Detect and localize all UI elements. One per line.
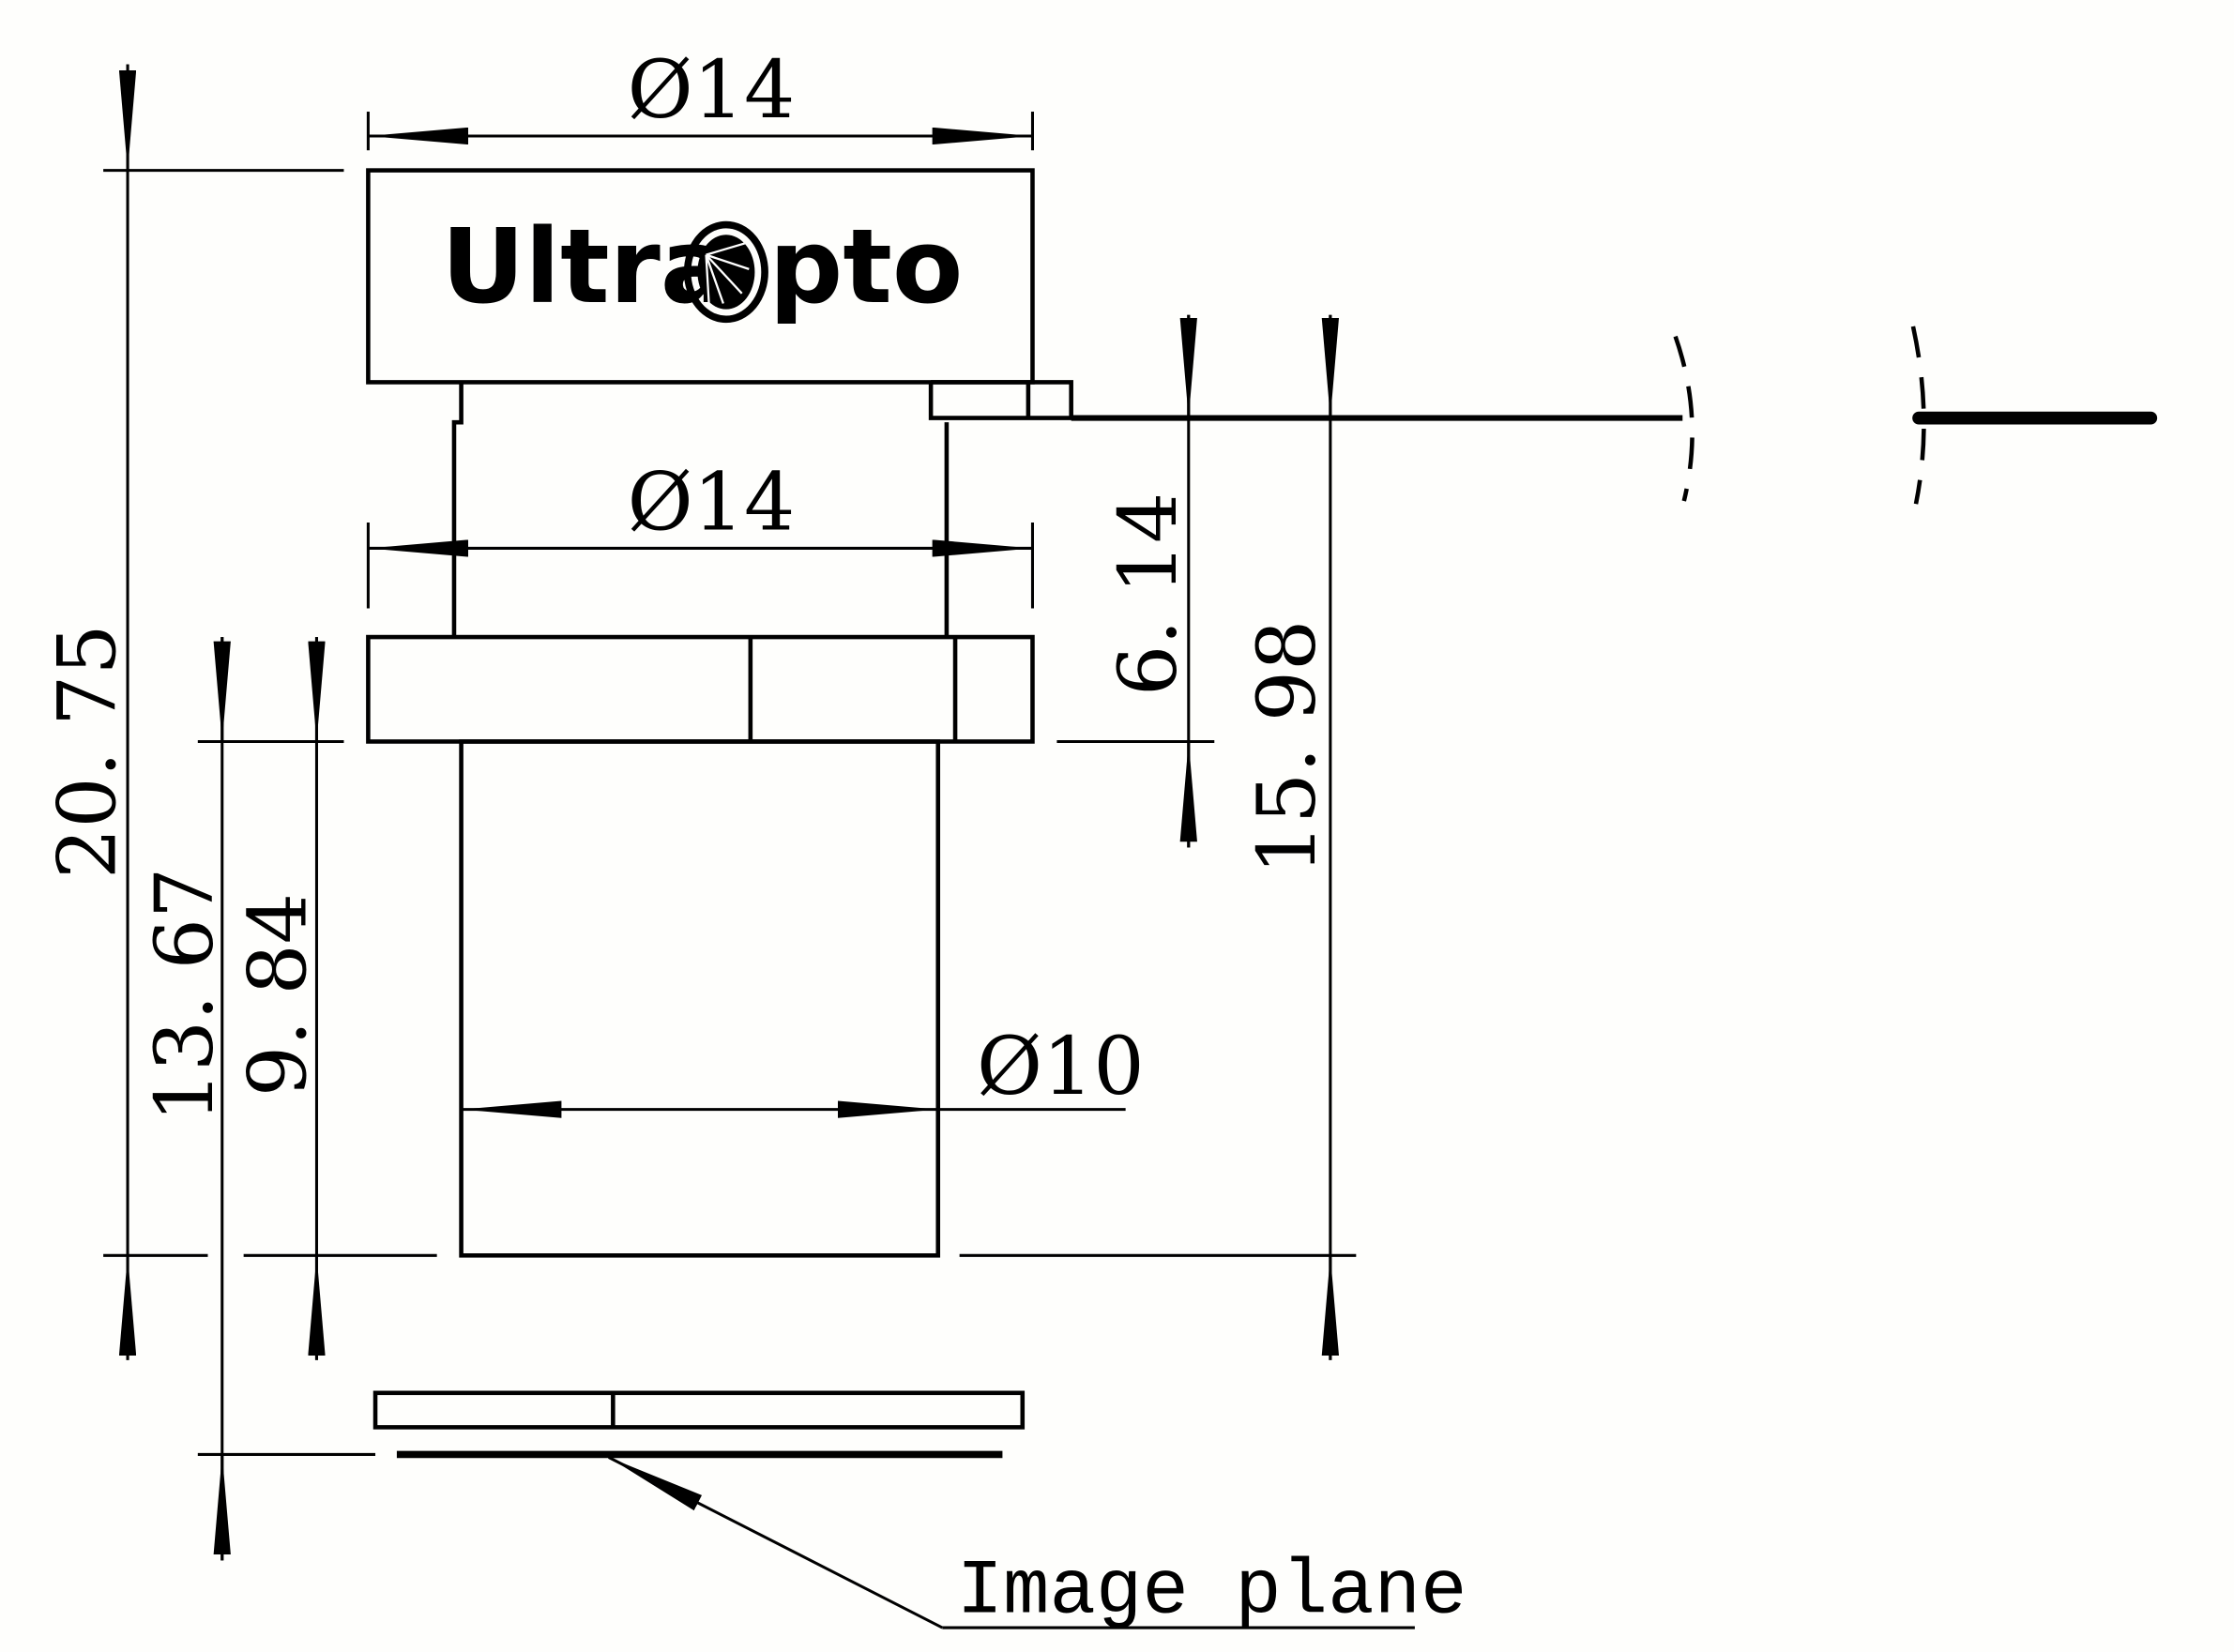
dim-label-barrel-diameter: Ø10: [977, 1021, 1145, 1114]
lens-flange: [366, 634, 1035, 744]
dim-label-top-diameter: Ø14: [628, 44, 796, 137]
dim-label-flange-to-image: 13. 67: [139, 868, 232, 1123]
lens-barrel: [459, 739, 941, 1258]
dim-label-cable-to-flange: 6. 14: [1102, 493, 1195, 696]
dim-label-body-diameter: Ø14: [628, 457, 796, 550]
cable: [1071, 326, 2158, 505]
dim-label-cable-to-end: 15. 98: [1241, 620, 1334, 875]
dim-cable-to-flange: 6. 14: [1056, 314, 1215, 848]
dim-total-length: 20. 75: [41, 64, 344, 1360]
break-mark-right: [1910, 326, 1926, 505]
logo-text-ultra: Ultra: [441, 206, 730, 326]
logo-lens-icon: [683, 220, 768, 324]
sensor: [372, 1390, 1026, 1459]
dim-barrel-diameter: Ø10: [461, 1021, 1145, 1118]
dim-label-flange-to-end: 9. 84: [232, 893, 325, 1097]
dim-label-total-length: 20. 75: [41, 624, 134, 879]
lens-top-housing: Ultra pto: [366, 168, 1035, 385]
dim-flange-to-image: 13. 67: [139, 637, 376, 1561]
image-plane-label: Image plane: [957, 1547, 1467, 1635]
break-mark-left: [1673, 335, 1694, 502]
dim-body-diameter: Ø14: [366, 457, 1034, 609]
ultraopto-logo: Ultra pto: [441, 206, 963, 326]
dim-cable-to-end: 15. 98: [959, 314, 1357, 1360]
dim-top-diameter: Ø14: [366, 44, 1034, 151]
logo-text-pto: pto: [769, 206, 964, 326]
dim-flange-to-end: 9. 84: [232, 637, 437, 1360]
image-plane-callout: Image plane: [608, 1456, 1467, 1635]
